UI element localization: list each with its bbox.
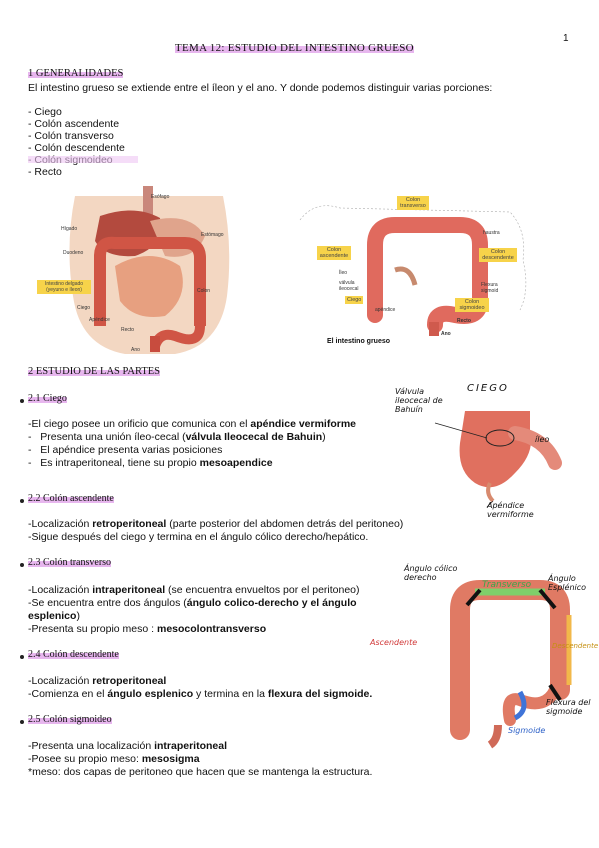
ciego-line-3: - El apéndice presenta varias posiciones [28, 444, 223, 456]
section-generalidades-heading: 1 GENERALIDADES [28, 68, 124, 79]
page-number: 1 [563, 33, 569, 44]
label-esofago: Esófago [151, 194, 170, 200]
label-colon-descendente: Colon descendente [479, 248, 517, 262]
ascendente-line-2: -Sigue después del ciego y termina en el… [28, 531, 369, 543]
porciones-list: - Ciego - Colón ascendente - Colón trans… [28, 106, 125, 178]
sketch-ileo-label: íleo [535, 435, 550, 444]
label-apendice: Apéndice [89, 317, 110, 323]
sigmoideo-line-2: -Posee su propio meso: mesosigma [28, 753, 200, 765]
sketch-transverso-label: Transverso [482, 580, 532, 590]
list-item: - Colón descendente [28, 142, 125, 154]
label-colon: Colon [197, 288, 211, 294]
label-recto: Recto [121, 327, 135, 333]
highlight-mark [28, 156, 138, 163]
sketch-descendente-label: Descendente [552, 642, 599, 650]
sigmoideo-line-3: *meso: dos capas de peritoneo que hacen … [28, 766, 373, 778]
transverso-line-4: -Presenta su propio meso : mesocolontran… [28, 623, 267, 635]
label-intestino-delgado: Intestino delgado (yeyuno e íleon) [37, 280, 91, 294]
colon-drawing [450, 580, 572, 749]
section-partes-heading: 2 ESTUDIO DE LAS PARTES [28, 366, 160, 377]
label-ciego: Ciego [345, 296, 364, 304]
sketch-sigmoide-label: Sigmoide [508, 726, 546, 735]
transverso-line-2: -Se encuentra entre dos ángulos (ángulo … [28, 597, 357, 609]
ciego-line-2: - Presenta una unión íleo-cecal (válvula… [28, 431, 326, 443]
ascendente-line-1: -Localización retroperitoneal (parte pos… [28, 518, 404, 530]
bullet-icon [20, 499, 24, 503]
transverso-line-3: esplenico) [28, 610, 80, 622]
sketch-ascendente-label: Ascendente [370, 638, 418, 647]
ciego-line-1: -El ciego posee un orificio que comunica… [28, 418, 357, 430]
bullet-icon [20, 720, 24, 724]
ascendente-heading: 2.2 Colón ascendente [28, 493, 114, 504]
label-higado: Hígado [61, 226, 78, 232]
label-flexura: Flexura sigmoid [481, 282, 499, 294]
sketch-angulo-esplenico-label: Ángulo Esplénico [548, 574, 587, 592]
label-ciego: Ciego [77, 305, 91, 311]
page-title: TEMA 12: ESTUDIO DEL INTESTINO GRUESO [175, 42, 414, 54]
descendente-heading: 2.4 Colón descendente [28, 649, 119, 660]
abdomen-figure: Esófago Hígado Estómago Duodeno Intestin… [37, 186, 235, 356]
label-apendice: apéndice [375, 307, 396, 313]
sigmoideo-line-1: -Presenta una localización intraperitone… [28, 740, 228, 752]
sketch-valvula-label: Válvula ileocecal de Bahuín [395, 387, 443, 414]
transverso-heading: 2.3 Colón transverso [28, 557, 112, 568]
sketch-apendice-label: Apéndice vermiforme [487, 501, 534, 519]
transverso-line-1: -Localización intraperitoneal (se encuen… [28, 584, 360, 596]
label-estomago: Estómago [201, 232, 224, 238]
ciego-drawing [434, 411, 562, 508]
label-colon-transverso: Colon transverso [397, 196, 429, 210]
label-colon-ascendente: Colon ascendente [317, 246, 351, 260]
label-colon-sigmoideo: Colon sigmoideo [455, 298, 489, 312]
ciego-sketch: CIEGO Válvula ileocecal de Bahuín íleo A… [395, 383, 565, 523]
label-ano: Ano [131, 347, 140, 353]
list-item: - Recto [28, 166, 62, 178]
label-duodeno: Duodeno [63, 250, 84, 256]
abdomen-illustration [69, 186, 230, 354]
label-valvula: válvula ileocecal [339, 280, 359, 292]
list-item: - Ciego [28, 106, 62, 118]
sigmoideo-heading: 2.5 Colón sigmoideo [28, 714, 112, 725]
descendente-line-2: -Comienza en el ángulo esplenico y termi… [28, 688, 373, 700]
list-item: - Colón transverso [28, 130, 114, 142]
sketch-ciego-title: CIEGO [467, 383, 509, 394]
bullet-icon [20, 563, 24, 567]
sketch-angulo-derecho-label: Ángulo cólico derecho [404, 564, 458, 582]
bullet-icon [20, 655, 24, 659]
bullet-icon [20, 399, 24, 403]
generalidades-intro: El intestino grueso se extiende entre el… [28, 82, 493, 94]
figure-caption: El intestino grueso [327, 338, 391, 345]
label-ileo: Íleo [339, 270, 348, 276]
label-ano: Ano [441, 331, 451, 337]
descendente-line-1: -Localización retroperitoneal [28, 675, 167, 687]
sketch-flexura-label: Flexura del sigmoide [546, 698, 591, 716]
list-item: - Colón ascendente [28, 118, 120, 130]
intestino-grueso-figure: Colon transverso haustra Colon ascendent… [295, 190, 530, 350]
ciego-line-4: - Es intraperitoneal, tiene su propio me… [28, 457, 273, 469]
label-haustra: haustra [483, 230, 500, 236]
ciego-heading: 2.1 Ciego [28, 393, 67, 404]
label-recto: Recto [457, 318, 471, 324]
colon-sketch: Ángulo cólico derecho Transverso Ángulo … [370, 560, 598, 750]
intestino-grueso-illustration [299, 205, 527, 336]
